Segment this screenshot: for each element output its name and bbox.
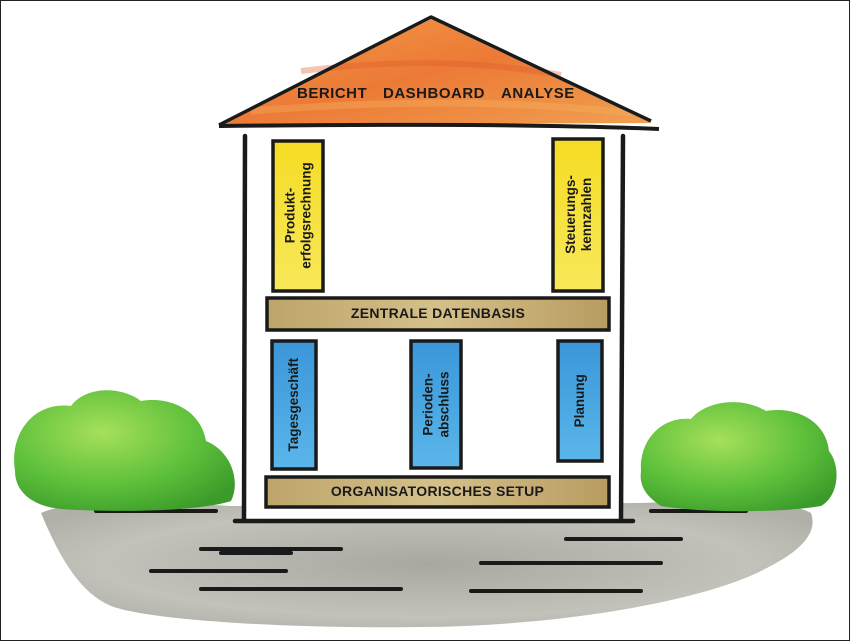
pillar-tagesgeschaeft: Tagesgeschäft	[272, 341, 316, 469]
pillar-produkterfolgsrechnung: Produkt- erfolgsrechnung	[273, 141, 323, 291]
ground-stone	[41, 501, 813, 628]
pillar-planung: Planung	[558, 341, 602, 461]
pillar-label-line2: kennzahlen	[578, 178, 594, 252]
roof	[219, 19, 651, 125]
house-walls	[232, 133, 636, 524]
bush-right	[640, 402, 837, 512]
roof-label-analyse: ANALYSE	[501, 85, 575, 102]
ground-strokes	[94, 509, 748, 593]
roof-label-dashboard: DASHBOARD	[383, 85, 485, 102]
pillar-label-line1: Perioden-	[420, 373, 436, 436]
pillar-label-line1: Planung	[572, 374, 588, 428]
pillar-periodenabschluss: Perioden- abschluss	[411, 341, 461, 468]
central-beam-label: ZENTRALE DATENBASIS	[350, 305, 526, 322]
pillar-label-line2: abschluss	[436, 371, 451, 438]
foundation-label: ORGANISATORISCHES SETUP	[330, 483, 545, 500]
pillar-label-line2: erfolgsrechnung	[298, 162, 314, 270]
pillar-label-line1: Produkt-	[282, 188, 298, 244]
pillar-steuerungskennzahlen: Steuerungs- kennzahlen	[553, 139, 603, 291]
pillar-label-line1: Steuerungs-	[562, 175, 578, 255]
pillar-label-line1: Tagesgeschäft	[286, 358, 302, 452]
roof-label-bericht: BERICHT	[297, 85, 368, 102]
bush-left	[14, 390, 235, 511]
